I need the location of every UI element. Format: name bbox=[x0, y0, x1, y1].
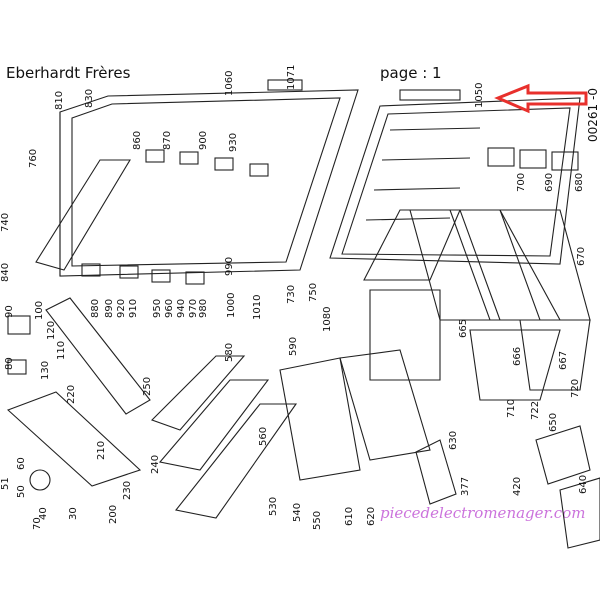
part-label-950: 950 bbox=[152, 299, 163, 318]
part-label-990: 990 bbox=[224, 257, 235, 276]
watermark: piecedelectromenager.com bbox=[380, 504, 586, 522]
part-label-830: 830 bbox=[84, 89, 95, 108]
part-label-630: 630 bbox=[448, 431, 459, 450]
part-label-860: 860 bbox=[132, 131, 143, 150]
part-label-90: 90 bbox=[4, 305, 15, 318]
part-label-940: 940 bbox=[176, 299, 187, 318]
part-label-810: 810 bbox=[54, 91, 65, 110]
page-number: page : 1 bbox=[380, 64, 442, 82]
part-label-377: 377 bbox=[460, 477, 471, 496]
part-label-70: 70 bbox=[32, 517, 43, 530]
cover-650 bbox=[535, 425, 591, 485]
crisper-drawers bbox=[363, 209, 591, 401]
part-label-730: 730 bbox=[286, 285, 297, 304]
part-label-920: 920 bbox=[116, 299, 127, 318]
part-label-930: 930 bbox=[228, 133, 239, 152]
part-label-710: 710 bbox=[506, 399, 517, 418]
part-label-620: 620 bbox=[366, 507, 377, 526]
part-label-960: 960 bbox=[164, 299, 175, 318]
part-label-100: 100 bbox=[34, 301, 45, 320]
control-panel bbox=[6, 297, 151, 491]
part-label-420: 420 bbox=[512, 477, 523, 496]
part-label-650: 650 bbox=[548, 413, 559, 432]
part-label-910: 910 bbox=[128, 299, 139, 318]
part-label-50: 50 bbox=[16, 485, 27, 498]
part-label-550: 550 bbox=[312, 511, 323, 530]
part-label-970: 970 bbox=[188, 299, 199, 318]
part-label-80: 80 bbox=[4, 357, 15, 370]
part-label-740: 740 bbox=[0, 213, 11, 232]
part-label-51: 51 bbox=[0, 477, 11, 490]
part-label-750: 750 bbox=[308, 283, 319, 302]
part-label-900: 900 bbox=[198, 131, 209, 150]
part-label-530: 530 bbox=[268, 497, 279, 516]
ice-tray-630 bbox=[415, 439, 457, 505]
part-label-720: 720 bbox=[570, 379, 581, 398]
part-label-610: 610 bbox=[344, 507, 355, 526]
part-label-665: 665 bbox=[458, 319, 469, 338]
part-label-880: 880 bbox=[90, 299, 101, 318]
part-label-30: 30 bbox=[68, 507, 79, 520]
part-label-1071: 1071 bbox=[286, 65, 297, 90]
part-label-220: 220 bbox=[66, 385, 77, 404]
part-label-540: 540 bbox=[292, 503, 303, 522]
part-label-240: 240 bbox=[150, 455, 161, 474]
part-label-130: 130 bbox=[40, 361, 51, 380]
hinge-1050 bbox=[399, 89, 461, 101]
part-label-667: 667 bbox=[558, 351, 569, 370]
part-label-1000: 1000 bbox=[226, 293, 237, 318]
rack-640 bbox=[559, 477, 600, 549]
part-label-1050: 1050 bbox=[474, 83, 485, 108]
part-label-666: 666 bbox=[512, 347, 523, 366]
part-label-840: 840 bbox=[0, 263, 11, 282]
shelf-brackets bbox=[81, 149, 269, 285]
part-label-560: 560 bbox=[258, 427, 269, 446]
part-label-1080: 1080 bbox=[322, 307, 333, 332]
part-label-700: 700 bbox=[516, 173, 527, 192]
glass-shelves bbox=[150, 349, 431, 519]
freezer-door bbox=[59, 89, 359, 277]
highlight-arrow bbox=[494, 83, 588, 114]
part-label-690: 690 bbox=[544, 173, 555, 192]
part-label-210: 210 bbox=[96, 441, 107, 460]
part-label-230: 230 bbox=[122, 481, 133, 500]
hinge-1071 bbox=[267, 79, 303, 91]
part-label-1060: 1060 bbox=[224, 71, 235, 96]
part-label-580: 580 bbox=[224, 343, 235, 362]
part-label-890: 890 bbox=[104, 299, 115, 318]
part-label-590: 590 bbox=[288, 337, 299, 356]
part-label-760: 760 bbox=[28, 149, 39, 168]
part-label-680: 680 bbox=[574, 173, 585, 192]
part-label-670: 670 bbox=[576, 247, 587, 266]
fridge-door bbox=[329, 97, 581, 265]
part-label-120: 120 bbox=[46, 321, 57, 340]
part-label-200: 200 bbox=[108, 505, 119, 524]
part-label-110: 110 bbox=[56, 341, 67, 360]
part-label-1010: 1010 bbox=[252, 295, 263, 320]
part-label-980: 980 bbox=[198, 299, 209, 318]
part-label-250: 250 bbox=[142, 377, 153, 396]
part-label-640: 640 bbox=[578, 475, 589, 494]
door-rack bbox=[35, 159, 131, 271]
part-label-60: 60 bbox=[16, 457, 27, 470]
brand-title: Eberhardt Frères bbox=[6, 64, 131, 82]
part-label-40: 40 bbox=[38, 507, 49, 520]
part-label-722: 722 bbox=[530, 401, 541, 420]
part-label-870: 870 bbox=[162, 131, 173, 150]
